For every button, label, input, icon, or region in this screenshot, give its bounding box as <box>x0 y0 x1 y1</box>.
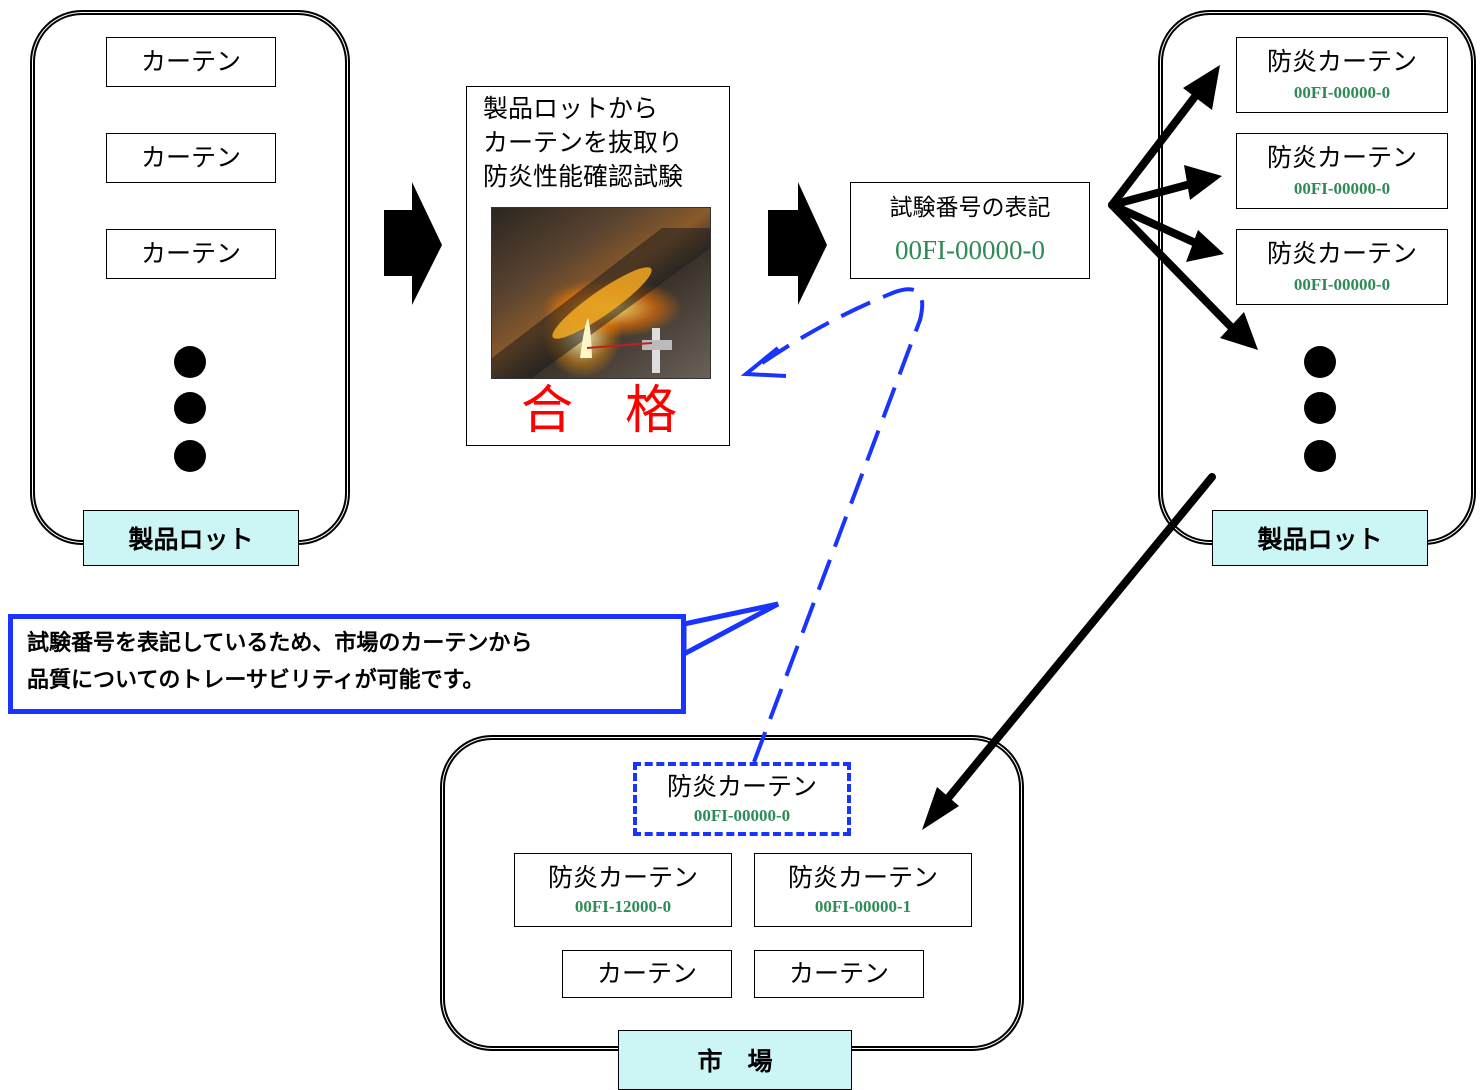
curtain-label: カーテン <box>788 958 889 988</box>
flame-test-photo <box>491 207 711 379</box>
test-box: 製品ロットから カーテンを抜取り 防炎性能確認試験 合 格 <box>466 86 730 446</box>
ellipsis-dot <box>174 440 206 472</box>
market-highlighted-curtain: 防炎カーテン 00FI-00000-0 <box>633 762 851 836</box>
pass-result: 合 格 <box>520 381 677 441</box>
trace-dashed-line <box>752 287 925 763</box>
curtain-code: 00FI-00000-0 <box>1293 274 1391 294</box>
curtain-label: カーテン <box>140 142 241 172</box>
callout-pointer <box>681 601 780 659</box>
curtain-code: 00FI-12000-0 <box>574 896 672 916</box>
curtain-label: カーテン <box>596 958 697 988</box>
market-label-text: 市 場 <box>697 1047 773 1076</box>
test-number-code: 00FI-00000-0 <box>895 235 1045 266</box>
curtain-code: 00FI-00000-0 <box>1293 82 1391 102</box>
market-plain-curtain-2: カーテン <box>754 950 924 998</box>
block-arrow-2 <box>768 182 827 305</box>
ellipsis-dot <box>1304 392 1336 424</box>
curtain-label: カーテン <box>140 46 241 76</box>
ellipsis-dot <box>1304 346 1336 378</box>
lot-label-text: 製品ロット <box>1257 525 1383 554</box>
test-line-2: カーテンを抜取り <box>483 128 684 157</box>
traceability-callout: 試験番号を表記しているため、市場のカーテンから 品質についてのトレーサビリティが… <box>8 614 686 714</box>
lot-label-text: 製品ロット <box>128 525 254 554</box>
left-lot-curtain-2: カーテン <box>106 133 276 183</box>
curtain-name: 防炎カーテン <box>666 771 817 801</box>
curtain-name: 防炎カーテン <box>1266 238 1417 268</box>
right-lot-label: 製品ロット <box>1212 510 1428 566</box>
right-lot-curtain-1: 防炎カーテン 00FI-00000-0 <box>1236 37 1448 113</box>
curtain-name: 防炎カーテン <box>1266 142 1417 172</box>
market-curtain-1: 防炎カーテン 00FI-12000-0 <box>514 853 732 927</box>
test-number-box: 試験番号の表記 00FI-00000-0 <box>850 182 1090 279</box>
ellipsis-dot <box>174 392 206 424</box>
left-lot-curtain-1: カーテン <box>106 37 276 87</box>
curtain-code: 00FI-00000-0 <box>1293 178 1391 198</box>
right-lot-curtain-3: 防炎カーテン 00FI-00000-0 <box>1236 229 1448 305</box>
ellipsis-dot <box>174 346 206 378</box>
test-number-title: 試験番号の表記 <box>889 194 1051 221</box>
callout-line-1: 試験番号を表記しているため、市場のカーテンから <box>27 631 533 656</box>
block-arrow-1 <box>384 182 442 305</box>
ellipsis-dot <box>1304 440 1336 472</box>
market-curtain-2: 防炎カーテン 00FI-00000-1 <box>754 853 972 927</box>
left-lot-curtain-3: カーテン <box>106 229 276 279</box>
market-label: 市 場 <box>618 1030 852 1090</box>
left-lot-label: 製品ロット <box>83 510 299 566</box>
curtain-name: 防炎カーテン <box>1266 46 1417 76</box>
trace-arrowhead <box>740 346 787 378</box>
curtain-code: 00FI-00000-0 <box>693 805 791 825</box>
callout-line-2: 品質についてのトレーサビリティが可能です。 <box>27 668 485 694</box>
curtain-code: 00FI-00000-1 <box>814 896 912 916</box>
curtain-label: カーテン <box>140 238 241 268</box>
curtain-name: 防炎カーテン <box>787 862 938 892</box>
test-line-1: 製品ロットから <box>483 94 659 123</box>
flame-test-photo-art <box>492 228 710 378</box>
right-lot-curtain-2: 防炎カーテン 00FI-00000-0 <box>1236 133 1448 209</box>
test-line-3: 防炎性能確認試験 <box>483 162 684 191</box>
market-plain-curtain-1: カーテン <box>562 950 732 998</box>
curtain-name: 防炎カーテン <box>547 862 698 892</box>
